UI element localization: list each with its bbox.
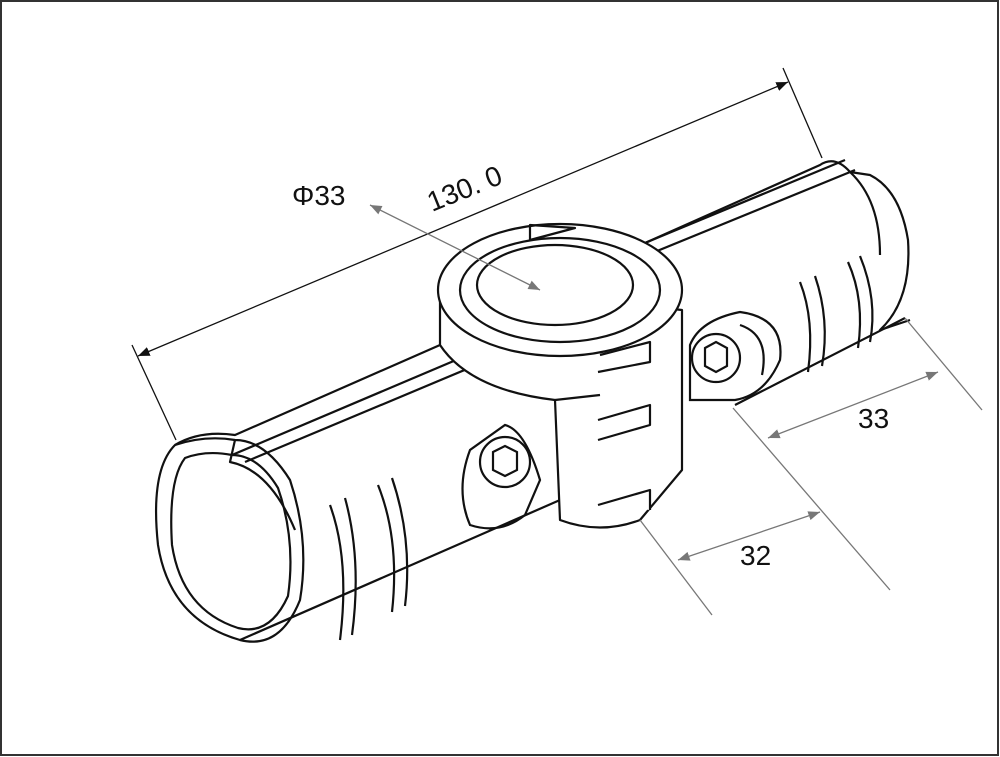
length-label: 130. 0 — [423, 160, 507, 218]
dimension-offset-left — [639, 511, 821, 616]
center-clamp — [436, 222, 684, 529]
dimension-offset-right — [732, 317, 983, 591]
bolt-left — [461, 423, 542, 530]
diameter-leader — [369, 204, 541, 291]
offset-left-label: 32 — [740, 540, 771, 571]
offset-right-label: 33 — [858, 403, 889, 434]
diameter-label: Φ33 — [292, 180, 345, 211]
bolt-right — [688, 310, 782, 402]
